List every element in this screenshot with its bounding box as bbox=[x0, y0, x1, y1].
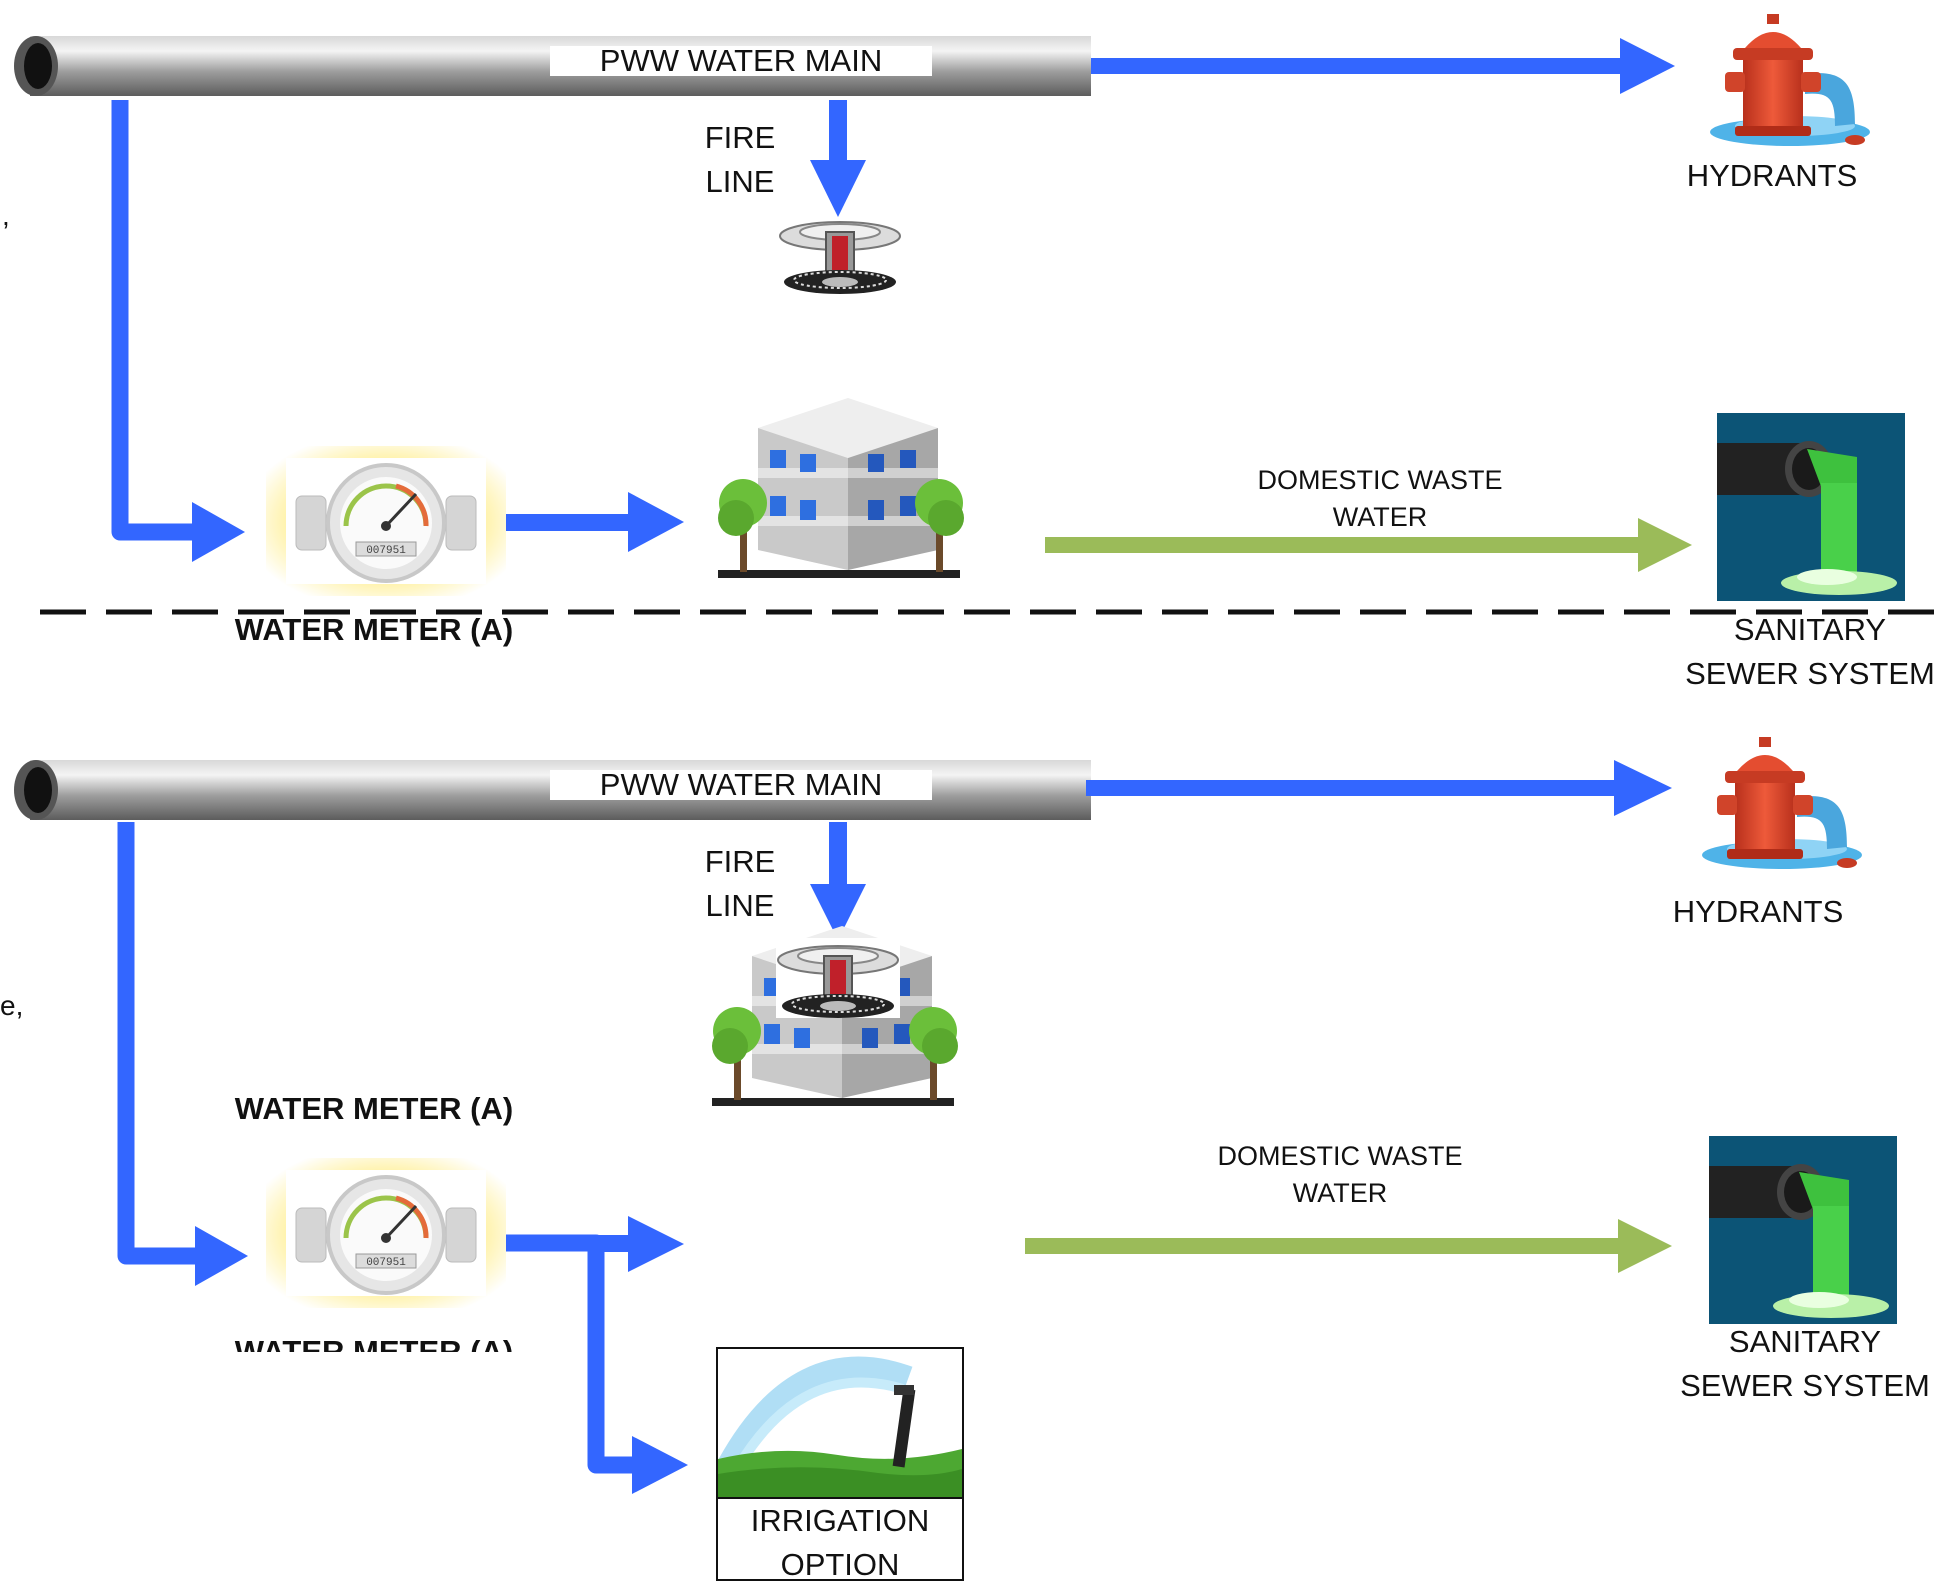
meter-branch-arrow bbox=[506, 1234, 640, 1474]
meter-to-building-arrowhead bbox=[628, 492, 684, 552]
water-main-label-bottom: PWW WATER MAIN bbox=[550, 769, 932, 800]
domestic-waste-arrow bbox=[1045, 537, 1645, 553]
sewer-outfall-icon-bottom bbox=[1709, 1136, 1897, 1324]
sewer-label-bottom: SANITARY SEWER SYSTEM bbox=[1680, 1320, 1930, 1408]
domestic-waste-label-bottom-line1: DOMESTIC WASTE bbox=[1217, 1141, 1463, 1171]
water-meter-icon-bottom bbox=[266, 1158, 506, 1308]
hydrant-icon-bottom bbox=[1702, 737, 1862, 869]
sewer-label: SANITARY SEWER SYSTEM bbox=[1680, 608, 1940, 696]
irrigation-sprinkler-icon bbox=[718, 1349, 962, 1497]
hydrant-icon bbox=[1710, 14, 1870, 146]
domestic-waste-arrowhead-bottom bbox=[1618, 1219, 1672, 1273]
water-meter-icon bbox=[266, 446, 506, 596]
fire-line-label-line2: LINE bbox=[705, 164, 775, 199]
fire-line-arrow-bottom bbox=[829, 822, 847, 904]
sewer-label-bottom-line1: SANITARY bbox=[1728, 1324, 1882, 1359]
service-line-arrow-bottom bbox=[117, 822, 198, 1265]
fire-line-label-bottom-line1: FIRE bbox=[704, 844, 776, 879]
water-meter-label: WATER METER (A) bbox=[234, 612, 514, 647]
irrigation-label-line1: IRRIGATION bbox=[750, 1503, 930, 1538]
sewer-outfall-icon bbox=[1717, 413, 1905, 601]
domestic-waste-label-bottom-line2: WATER bbox=[1292, 1178, 1388, 1208]
domestic-waste-label: DOMESTIC WASTE WATER bbox=[1230, 462, 1530, 536]
fire-line-arrowhead bbox=[810, 160, 866, 217]
margin-fragment-1: , bbox=[2, 200, 10, 231]
irrigation-option-box: IRRIGATION OPTION bbox=[716, 1347, 964, 1582]
main-to-hydrants-arrowhead bbox=[1620, 38, 1675, 94]
building-icon bbox=[718, 398, 964, 578]
meter-to-building-arrowhead-bottom bbox=[628, 1216, 684, 1272]
main-to-hydrants-arrowhead-bottom bbox=[1614, 760, 1672, 816]
domestic-waste-label-bottom: DOMESTIC WASTE WATER bbox=[1190, 1138, 1490, 1212]
domestic-waste-arrow-bottom bbox=[1025, 1238, 1625, 1254]
main-to-hydrants-arrow-bottom bbox=[1086, 780, 1626, 796]
meter-reading: 007951 bbox=[366, 545, 406, 557]
sewer-label-line1: SANITARY bbox=[1733, 612, 1887, 647]
fire-line-label-line1: FIRE bbox=[704, 120, 776, 155]
domestic-waste-arrowhead bbox=[1638, 518, 1692, 572]
service-line-arrow bbox=[111, 100, 195, 541]
domestic-waste-label-line2: WATER bbox=[1332, 502, 1428, 532]
water-main-label: PWW WATER MAIN bbox=[550, 45, 932, 76]
hydrants-label-bottom: HYDRANTS bbox=[1672, 894, 1844, 929]
sprinkler-icon bbox=[779, 221, 901, 295]
water-meter-label-above: WATER METER (A) bbox=[234, 1091, 514, 1126]
meter-reading-bottom: 007951 bbox=[366, 1257, 406, 1269]
hydrants-label: HYDRANTS bbox=[1686, 158, 1858, 193]
main-to-hydrants-arrow bbox=[1091, 58, 1635, 74]
domestic-waste-label-line1: DOMESTIC WASTE bbox=[1257, 465, 1503, 495]
fire-line-label: FIRE LINE bbox=[690, 116, 790, 204]
fire-line-label-bottom-line2: LINE bbox=[705, 888, 775, 923]
fire-line-label-bottom: FIRE LINE bbox=[690, 840, 790, 928]
margin-fragment-2: e, bbox=[0, 990, 24, 1021]
irrigation-label-line2: OPTION bbox=[780, 1547, 900, 1582]
meter-to-building-arrow bbox=[506, 514, 636, 531]
sewer-label-line2: SEWER SYSTEM bbox=[1685, 656, 1935, 691]
water-meter-label-below: WATER METER (A) bbox=[234, 1334, 514, 1352]
meter-to-irrigation-arrowhead bbox=[632, 1436, 688, 1494]
service-line-arrowhead-bottom bbox=[195, 1226, 248, 1286]
fire-line-arrowhead-bottom bbox=[810, 884, 866, 940]
meter-to-building-arrow-bottom bbox=[596, 1235, 638, 1252]
sewer-label-bottom-line2: SEWER SYSTEM bbox=[1680, 1368, 1930, 1403]
service-line-arrowhead bbox=[192, 502, 245, 562]
